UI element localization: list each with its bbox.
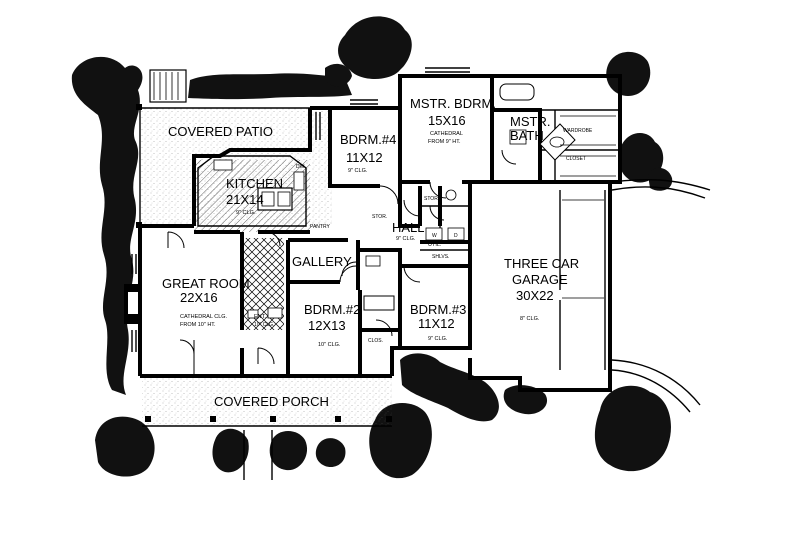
sink <box>293 171 305 191</box>
closet-small-label: CLOS. <box>368 338 383 344</box>
garage-size: 30X22 <box>516 288 554 303</box>
utility-label: UTIL. <box>428 242 442 248</box>
master-bedroom-name: MSTR. BDRM. <box>410 96 496 111</box>
kitchen-island <box>257 187 293 211</box>
bedroom4-name: BDRM.#4 <box>340 132 396 147</box>
hall-bath-tub <box>363 295 395 311</box>
dryer-box <box>447 227 465 241</box>
doors <box>167 149 517 376</box>
fixtures <box>124 67 616 427</box>
gallery-label: GALLERY <box>292 254 352 269</box>
bedroom3-size: 11X12 <box>418 316 455 331</box>
hall-ceiling: 9" CLG. <box>396 236 416 242</box>
great-room-name: GREAT ROOM <box>162 276 250 291</box>
kitchen-size: 21X14 <box>226 192 264 207</box>
master-bath-name-1: MSTR. <box>510 114 550 129</box>
shelves-label: SHLVS. <box>432 254 449 260</box>
dryer-label: D <box>454 233 458 239</box>
hall-name: HALL <box>392 220 425 235</box>
great-room-ceiling-1: CATHEDRAL CLG. <box>180 314 228 320</box>
washer-label: W <box>432 233 437 239</box>
pantry-label: PANTRY <box>310 224 330 230</box>
entry-ceiling: 10" CLG. <box>254 322 274 328</box>
covered-porch-label: COVERED PORCH <box>214 394 329 409</box>
great-room-size: 22X16 <box>180 290 218 305</box>
kitchen-ceiling: 9" CLG. <box>236 210 256 216</box>
closet-label: CLOSET <box>566 156 586 162</box>
covered-patio-label: COVERED PATIO <box>168 124 273 139</box>
stor-left-label: STOR. <box>372 214 387 220</box>
bedroom3-ceiling: 9" CLG. <box>428 336 448 342</box>
kitchen-name: KITCHEN <box>226 176 283 191</box>
great-room-ceiling-2: FROM 10" HT. <box>180 322 216 328</box>
lower-right-tree <box>594 385 671 472</box>
front-walkway <box>243 430 273 480</box>
landscaping <box>71 16 711 480</box>
range <box>213 159 233 171</box>
garage-ceiling: 8" CLG. <box>520 316 540 322</box>
corner-tub <box>539 123 576 161</box>
room-labels: COVERED PATIO BDRM.#4 11X12 9" CLG. MSTR… <box>162 96 593 409</box>
top-hedge <box>188 73 352 100</box>
patio-gate <box>149 69 187 103</box>
top-right-shrub <box>606 51 651 96</box>
bedroom4-size: 11X12 <box>346 150 383 165</box>
driveway <box>611 178 711 413</box>
bedroom2-name: BDRM.#2 <box>304 302 360 317</box>
front-shrub-4 <box>315 438 346 468</box>
garage-name-1: THREE CAR <box>504 256 579 271</box>
right-shrub-2 <box>648 167 673 191</box>
entry-name: ENT. <box>254 314 266 320</box>
washer-box <box>425 227 443 241</box>
master-bedroom-size: 15X16 <box>428 113 466 128</box>
master-bedroom-ceiling-1: CATHEDRAL <box>430 131 463 137</box>
top-shrub <box>338 16 412 80</box>
porch-side-shrubs <box>400 353 499 422</box>
garage-name-2: GARAGE <box>512 272 568 287</box>
wardrobe-label: WARDROBE <box>563 128 593 134</box>
front-left-shrub <box>95 416 155 477</box>
garage-front-shrubs <box>503 385 548 415</box>
front-shrub-3 <box>269 431 308 471</box>
master-bedroom-ceiling-2: FROM 9" HT. <box>428 139 461 145</box>
bedroom2-ceiling: 10" CLG. <box>318 342 341 348</box>
bedroom4-ceiling: 9" CLG. <box>348 168 368 174</box>
bedroom3-name: BDRM.#3 <box>410 302 466 317</box>
covered-porch-floor <box>142 376 392 426</box>
master-tub <box>499 83 535 101</box>
front-shrub-2 <box>212 428 249 473</box>
dishwasher-label: DW <box>296 164 305 170</box>
top-shrub-small <box>325 63 352 87</box>
bedroom2-size: 12X13 <box>308 318 346 333</box>
stor-right-label: STOR. <box>424 196 439 202</box>
master-bath-name-2: BATH <box>510 128 544 143</box>
